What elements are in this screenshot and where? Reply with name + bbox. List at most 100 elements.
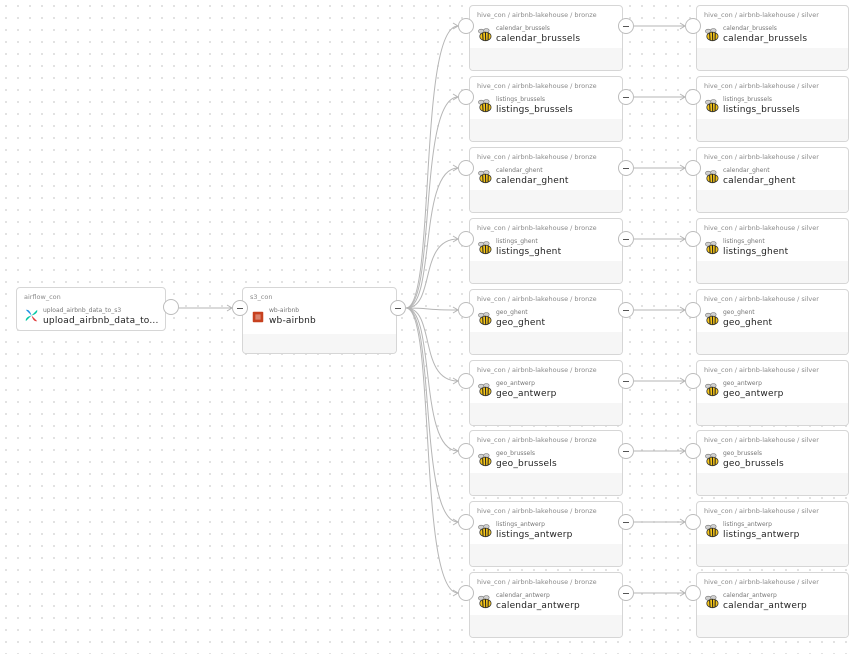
expand-port-silver-in[interactable] [685,160,701,176]
airflow-blade-blue [25,309,32,316]
node-subtitle: wb-airbnb [269,307,300,314]
node-name: geo_antwerp [496,389,557,399]
node-footer [470,332,622,354]
airflow-icon [24,308,39,323]
node-subtitle: geo_ghent [723,309,755,316]
node-subtitle: geo_brussels [723,450,762,457]
collapse-port-bronze-out[interactable] [618,231,634,247]
expand-port-silver-in[interactable] [685,302,701,318]
node-name: listings_brussels [496,105,573,115]
node-silver-table[interactable]: hive_con / airbnb-lakehouse / silver geo_… [696,360,849,426]
hive-icon [704,452,719,467]
expand-port-bronze-in[interactable] [458,160,474,176]
expand-port-silver-in[interactable] [685,514,701,530]
hive-icon-stripes [709,599,716,608]
node-subtitle: calendar_antwerp [723,592,777,599]
expand-port-bronze-in[interactable] [458,18,474,34]
expand-port-silver-in[interactable] [685,443,701,459]
edge-s3-to-bronze [405,167,459,309]
node-airflow-task[interactable]: airflow_con upload_airbnb_data_to_s3 upl… [16,287,166,331]
hive-icon-stripes [709,32,716,41]
expand-port-silver-in[interactable] [685,585,701,601]
hive-icon [477,240,492,255]
node-connection-label: hive_con / airbnb-lakehouse / bronze [477,11,597,19]
hive-icon [477,382,492,397]
node-subtitle: listings_ghent [723,238,765,245]
node-subtitle: geo_ghent [496,309,528,316]
collapse-port-bronze-out[interactable] [618,585,634,601]
node-name: calendar_ghent [496,176,569,186]
edge-s3-to-bronze [405,238,459,309]
collapse-port-bronze-out[interactable] [618,373,634,389]
expand-port-bronze-in[interactable] [458,89,474,105]
node-subtitle: listings_ghent [496,238,538,245]
node-bronze-table[interactable]: hive_con / airbnb-lakehouse / bronze list… [469,76,623,142]
expand-port-silver-in[interactable] [685,89,701,105]
collapse-port-bronze-out[interactable] [618,18,634,34]
hive-icon [477,311,492,326]
node-silver-table[interactable]: hive_con / airbnb-lakehouse / silver geo_… [696,289,849,355]
node-subtitle: calendar_brussels [496,25,550,32]
collapse-port-bronze-out[interactable] [618,160,634,176]
hive-icon [477,452,492,467]
node-footer [470,615,622,637]
node-name: listings_ghent [496,247,562,257]
node-subtitle: listings_brussels [723,96,773,103]
node-footer [697,473,848,495]
expand-port-bronze-in[interactable] [458,585,474,601]
s3-bucket-icon [251,309,266,324]
collapse-port-bronze-out[interactable] [618,514,634,530]
node-footer [697,403,848,425]
node-footer [697,544,848,566]
node-subtitle: calendar_antwerp [496,592,550,599]
hive-icon-stripes [709,457,716,466]
hive-icon-stripes [482,316,489,325]
node-subtitle: geo_antwerp [496,380,535,387]
node-connection-label: airflow_con [24,293,61,301]
collapse-port-bronze-out[interactable] [618,443,634,459]
node-subtitle: geo_antwerp [723,380,762,387]
expand-port-silver-in[interactable] [685,373,701,389]
edge-s3-to-bronze [405,307,459,452]
node-name: geo_brussels [496,459,557,469]
expand-port-bronze-in[interactable] [458,231,474,247]
expand-port-bronze-in[interactable] [458,443,474,459]
node-footer [697,332,848,354]
node-name: wb-airbnb [269,316,316,326]
collapse-port-s3-in[interactable] [232,300,248,316]
expand-port-airflow-task[interactable] [163,299,179,315]
node-footer [697,615,848,637]
collapse-port-bronze-out[interactable] [618,89,634,105]
node-connection-label: hive_con / airbnb-lakehouse / bronze [477,82,597,90]
node-connection-label: s3_con [250,293,273,301]
expand-port-silver-in[interactable] [685,231,701,247]
collapse-port-bronze-out[interactable] [618,302,634,318]
expand-port-bronze-in[interactable] [458,302,474,318]
node-connection-label: hive_con / airbnb-lakehouse / silver [704,366,819,374]
expand-port-bronze-in[interactable] [458,373,474,389]
node-bronze-table[interactable]: hive_con / airbnb-lakehouse / bronze cale… [469,5,623,71]
s3-bucket-body [252,311,264,323]
airflow-blade-green [31,309,38,316]
expand-port-bronze-in[interactable] [458,514,474,530]
expand-port-silver-in[interactable] [685,18,701,34]
collapse-port-s3-out[interactable] [390,300,406,316]
node-connection-label: hive_con / airbnb-lakehouse / silver [704,295,819,303]
node-s3-bucket[interactable]: s3_con wb-airbnb wb-airbnb [242,287,397,354]
node-connection-label: hive_con / airbnb-lakehouse / silver [704,153,819,161]
